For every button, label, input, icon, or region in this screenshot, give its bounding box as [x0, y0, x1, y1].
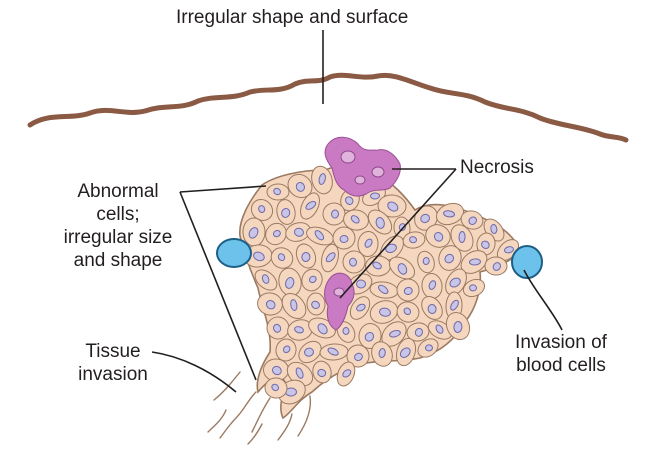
cell-nucleus [504, 246, 514, 254]
cell-nucleus [403, 307, 412, 316]
cell-nucleus [258, 205, 266, 214]
cell-nucleus [342, 369, 352, 378]
abnormal-cells [242, 165, 520, 405]
cell-nucleus [273, 187, 282, 196]
cell-nucleus [389, 329, 401, 338]
cell-nucleus [339, 234, 349, 244]
surface-label: Irregular shape and surface [176, 7, 409, 28]
blood-vessel-left [216, 238, 252, 268]
cell-nucleus [403, 286, 413, 296]
cell-nucleus [427, 303, 437, 314]
necrosis-leader-middle [339, 168, 457, 299]
cell-nucleus [409, 236, 418, 244]
cell-nucleus [428, 280, 437, 290]
cell-nucleus [265, 299, 276, 310]
cell-nucleus [378, 348, 386, 358]
cell-nucleus [311, 300, 320, 309]
cell-nucleus [458, 231, 466, 243]
cell-nucleus [285, 277, 295, 289]
cell-nucleus [294, 326, 304, 334]
cell-nucleus [387, 201, 399, 212]
blood-invasion-leader [523, 269, 563, 331]
cell-nucleus [372, 261, 382, 270]
cell-nucleus [345, 196, 354, 205]
cell-nucleus [492, 262, 501, 271]
cell-nucleus [469, 258, 481, 266]
cell-nucleus [314, 230, 325, 241]
cell-nucleus [272, 230, 281, 238]
cell-nucleus [355, 279, 366, 289]
cell-nucleus [378, 284, 389, 295]
necrosis-region-top [324, 136, 401, 197]
cell-nucleus [271, 383, 280, 392]
cell-nucleus [330, 209, 340, 219]
cell-nucleus [327, 347, 339, 356]
cell-nucleus [290, 299, 298, 311]
cell-nucleus [424, 344, 433, 352]
cell-nucleus [318, 173, 326, 185]
cell-nucleus [435, 324, 444, 334]
cell-nucleus [304, 347, 315, 357]
cell-nucleus [281, 207, 291, 218]
blood-vessel-right [511, 245, 543, 279]
cell-nucleus [385, 243, 397, 254]
cell-nucleus [356, 303, 366, 312]
cell-nucleus [308, 275, 317, 284]
cell-nucleus [414, 327, 424, 337]
cell-nucleus [354, 352, 363, 361]
cell-nucleus [350, 215, 360, 224]
cell-nucleus [481, 240, 490, 249]
cell-nucleus [305, 200, 317, 210]
blood-invasion-label: Invasion of blood cells [515, 332, 607, 376]
cell-nucleus [317, 323, 328, 335]
cell-nucleus [490, 224, 498, 234]
cell-nucleus [399, 347, 411, 358]
cell-nucleus [282, 345, 291, 354]
cell-nucleus [295, 367, 304, 379]
surface-line [27, 72, 629, 143]
tissue-invasion-strands [207, 371, 312, 445]
necrosis-region-middle [324, 272, 355, 331]
cell-nucleus [301, 251, 311, 262]
cell-nucleus [375, 217, 385, 229]
cell-nucleus [422, 257, 430, 266]
cell-nucleus [420, 213, 431, 224]
cell-nucleus [468, 216, 477, 225]
cell-nucleus [364, 238, 373, 248]
tissue-invasion-leader [151, 351, 237, 393]
cell-nucleus [248, 227, 259, 239]
abnormal-cells-label: Abnormal cells; irregular size and shape [63, 181, 173, 271]
cell-nucleus [272, 323, 282, 333]
abnormal-cells-leader-bottom [179, 191, 257, 381]
necrosis-label: Necrosis [460, 157, 534, 178]
cell-nucleus [253, 251, 265, 262]
cell-nucleus [449, 277, 461, 288]
cell-nucleus [433, 231, 444, 242]
abnormal-cells-leader-top [179, 185, 267, 193]
cell-nucleus [364, 331, 375, 342]
cell-nucleus [293, 227, 304, 237]
cell-nucleus [444, 253, 455, 264]
cell-nucleus [370, 192, 380, 200]
cell-nucleus [317, 368, 327, 378]
cell-nucleus [342, 327, 350, 335]
tissue-invasion-label: Tissue invasion [78, 341, 148, 385]
cell-nucleus [271, 365, 282, 376]
cell-nucleus [379, 307, 391, 317]
cell-nucleus [450, 299, 459, 311]
cell-nucleus [443, 210, 455, 218]
cell-nucleus [397, 263, 408, 275]
cell-nucleus [348, 257, 358, 267]
cell-nucleus [453, 321, 463, 333]
cell-nucleus [469, 284, 478, 292]
cell-nucleus [325, 252, 336, 263]
cell-nucleus [295, 181, 305, 192]
cell-nucleus [277, 253, 286, 262]
cell-nucleus [261, 274, 270, 284]
